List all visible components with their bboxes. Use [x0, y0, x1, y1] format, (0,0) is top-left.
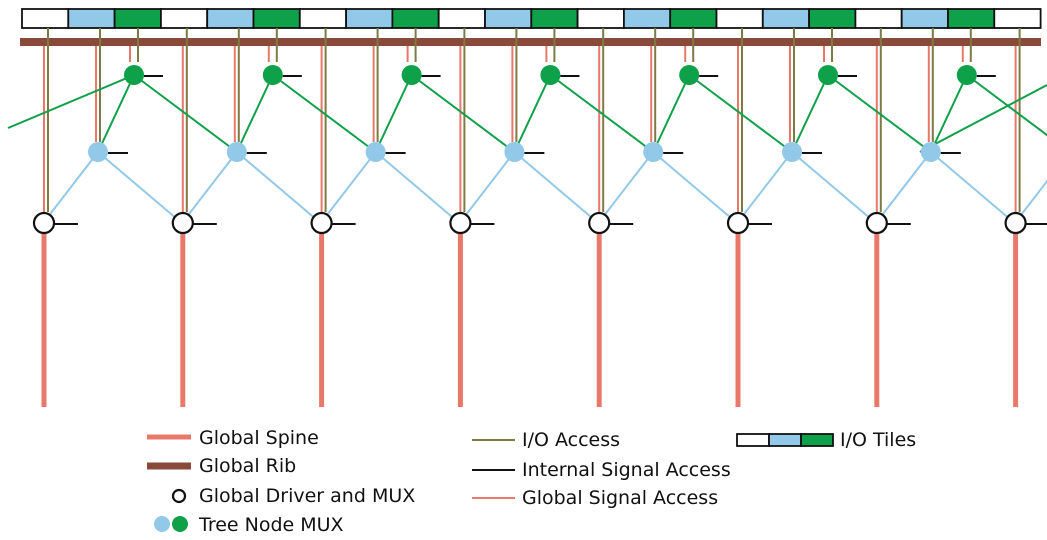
io-tile — [623, 8, 672, 29]
global-driver-mux — [1004, 211, 1027, 235]
io-tile — [900, 8, 949, 29]
legend-tree-node-green-swatch — [172, 516, 188, 532]
tree-node-mux-blue — [920, 142, 941, 162]
io-tile — [808, 8, 857, 29]
tree-connection-blue — [513, 151, 600, 225]
tree-node-mux-green — [956, 65, 977, 85]
io-tile — [484, 8, 533, 29]
tree-connection-blue — [43, 151, 99, 223]
nodes-group — [32, 65, 1047, 235]
tree-connection-green — [966, 74, 1047, 137]
legend-internal-signal-label: Internal Signal Access — [522, 459, 731, 481]
tree-connection-green — [133, 74, 238, 153]
io-tile — [715, 8, 764, 29]
io-tiles-row — [21, 8, 1042, 29]
tree-connection-green — [7, 74, 135, 129]
tree-connection-green — [549, 74, 654, 153]
io-tile — [67, 8, 116, 29]
tree-connection-blue — [1014, 179, 1047, 223]
tree-connection-green — [411, 74, 515, 153]
legend-global-spine-label: Global Spine — [199, 427, 319, 449]
tree-connection-green — [272, 74, 377, 153]
legend-tree-node-label: Tree Node MUX — [198, 514, 344, 536]
global-driver-mux — [865, 211, 888, 235]
tree-connection-green — [97, 74, 135, 153]
tree-connection-blue — [182, 151, 238, 223]
legend-tree-node-blue-swatch — [154, 516, 170, 532]
io-tile — [252, 8, 301, 29]
legend: Global Spine Global Rib Global Driver an… — [147, 427, 916, 536]
tree-connection-green — [235, 74, 274, 153]
tree-connection-blue — [598, 151, 654, 223]
tree-connection-green — [513, 74, 552, 153]
tree-node-mux-blue — [226, 142, 247, 162]
global-driver-mux — [310, 211, 333, 235]
global-driver-mux — [588, 211, 611, 235]
io-tile — [576, 8, 625, 29]
tree-connection-blue — [930, 151, 1017, 225]
io-tile — [993, 8, 1042, 29]
tree-connection-green — [688, 74, 793, 153]
global-driver-mux — [726, 211, 750, 235]
legend-global-signal-label: Global Signal Access — [522, 487, 718, 509]
io-tile — [530, 8, 579, 29]
legend-global-rib-label: Global Rib — [199, 455, 296, 477]
tree-connection-green — [652, 74, 691, 153]
io-tile — [345, 8, 394, 29]
tree-node-mux-blue — [782, 142, 802, 162]
global-driver-mux — [171, 211, 194, 235]
tree-connection-blue — [97, 151, 184, 225]
legend-io-tiles-label: I/O Tiles — [840, 429, 916, 451]
tree-connection-blue — [876, 151, 932, 223]
tree-connections-group — [7, 74, 1047, 225]
tree-connection-green — [827, 74, 932, 153]
legend-global-driver-label: Global Driver and MUX — [199, 485, 415, 507]
tree-node-mux-blue — [643, 142, 664, 162]
io-tile — [669, 8, 718, 29]
tree-connection-blue — [459, 151, 516, 223]
legend-global-driver-swatch — [171, 488, 187, 504]
global-driver-mux — [32, 211, 56, 235]
legend-io-tiles-swatch — [736, 433, 834, 447]
tree-connection-green — [374, 74, 413, 153]
tree-connection-blue — [236, 151, 323, 225]
global-driver-mux — [449, 211, 472, 235]
tree-connection-blue — [791, 151, 878, 225]
tree-node-mux-green — [401, 65, 422, 85]
tree-node-mux-blue — [88, 142, 108, 162]
io-tile — [298, 8, 347, 29]
legend-io-access-label: I/O Access — [522, 429, 620, 451]
tree-node-mux-green — [679, 65, 700, 85]
tree-connection-green — [791, 74, 829, 153]
io-tile — [21, 8, 70, 29]
tree-connection-green — [929, 74, 968, 153]
io-tile — [206, 8, 255, 29]
tree-connection-blue — [737, 151, 793, 223]
tree-connection-blue — [320, 151, 377, 223]
io-tile — [761, 8, 810, 29]
tree-node-mux-blue — [504, 142, 525, 162]
vertical-lines-group — [41, 28, 1021, 407]
io-tile — [159, 8, 209, 29]
tree-node-mux-green — [124, 65, 144, 85]
global-rib-group — [20, 38, 1041, 46]
tree-connection-blue — [652, 151, 739, 225]
tree-node-mux-blue — [365, 142, 386, 162]
tree-node-mux-green — [540, 65, 561, 85]
io-tile — [113, 8, 162, 29]
io-tile — [947, 8, 996, 29]
io-tile — [437, 8, 486, 29]
tree-connection-blue — [374, 151, 462, 225]
tree-node-mux-green — [262, 65, 283, 85]
tree-connection-green — [919, 84, 1047, 153]
io-tile — [854, 8, 903, 29]
global-rib — [20, 38, 1041, 46]
tree-node-mux-green — [818, 65, 838, 85]
io-tile — [391, 8, 440, 29]
